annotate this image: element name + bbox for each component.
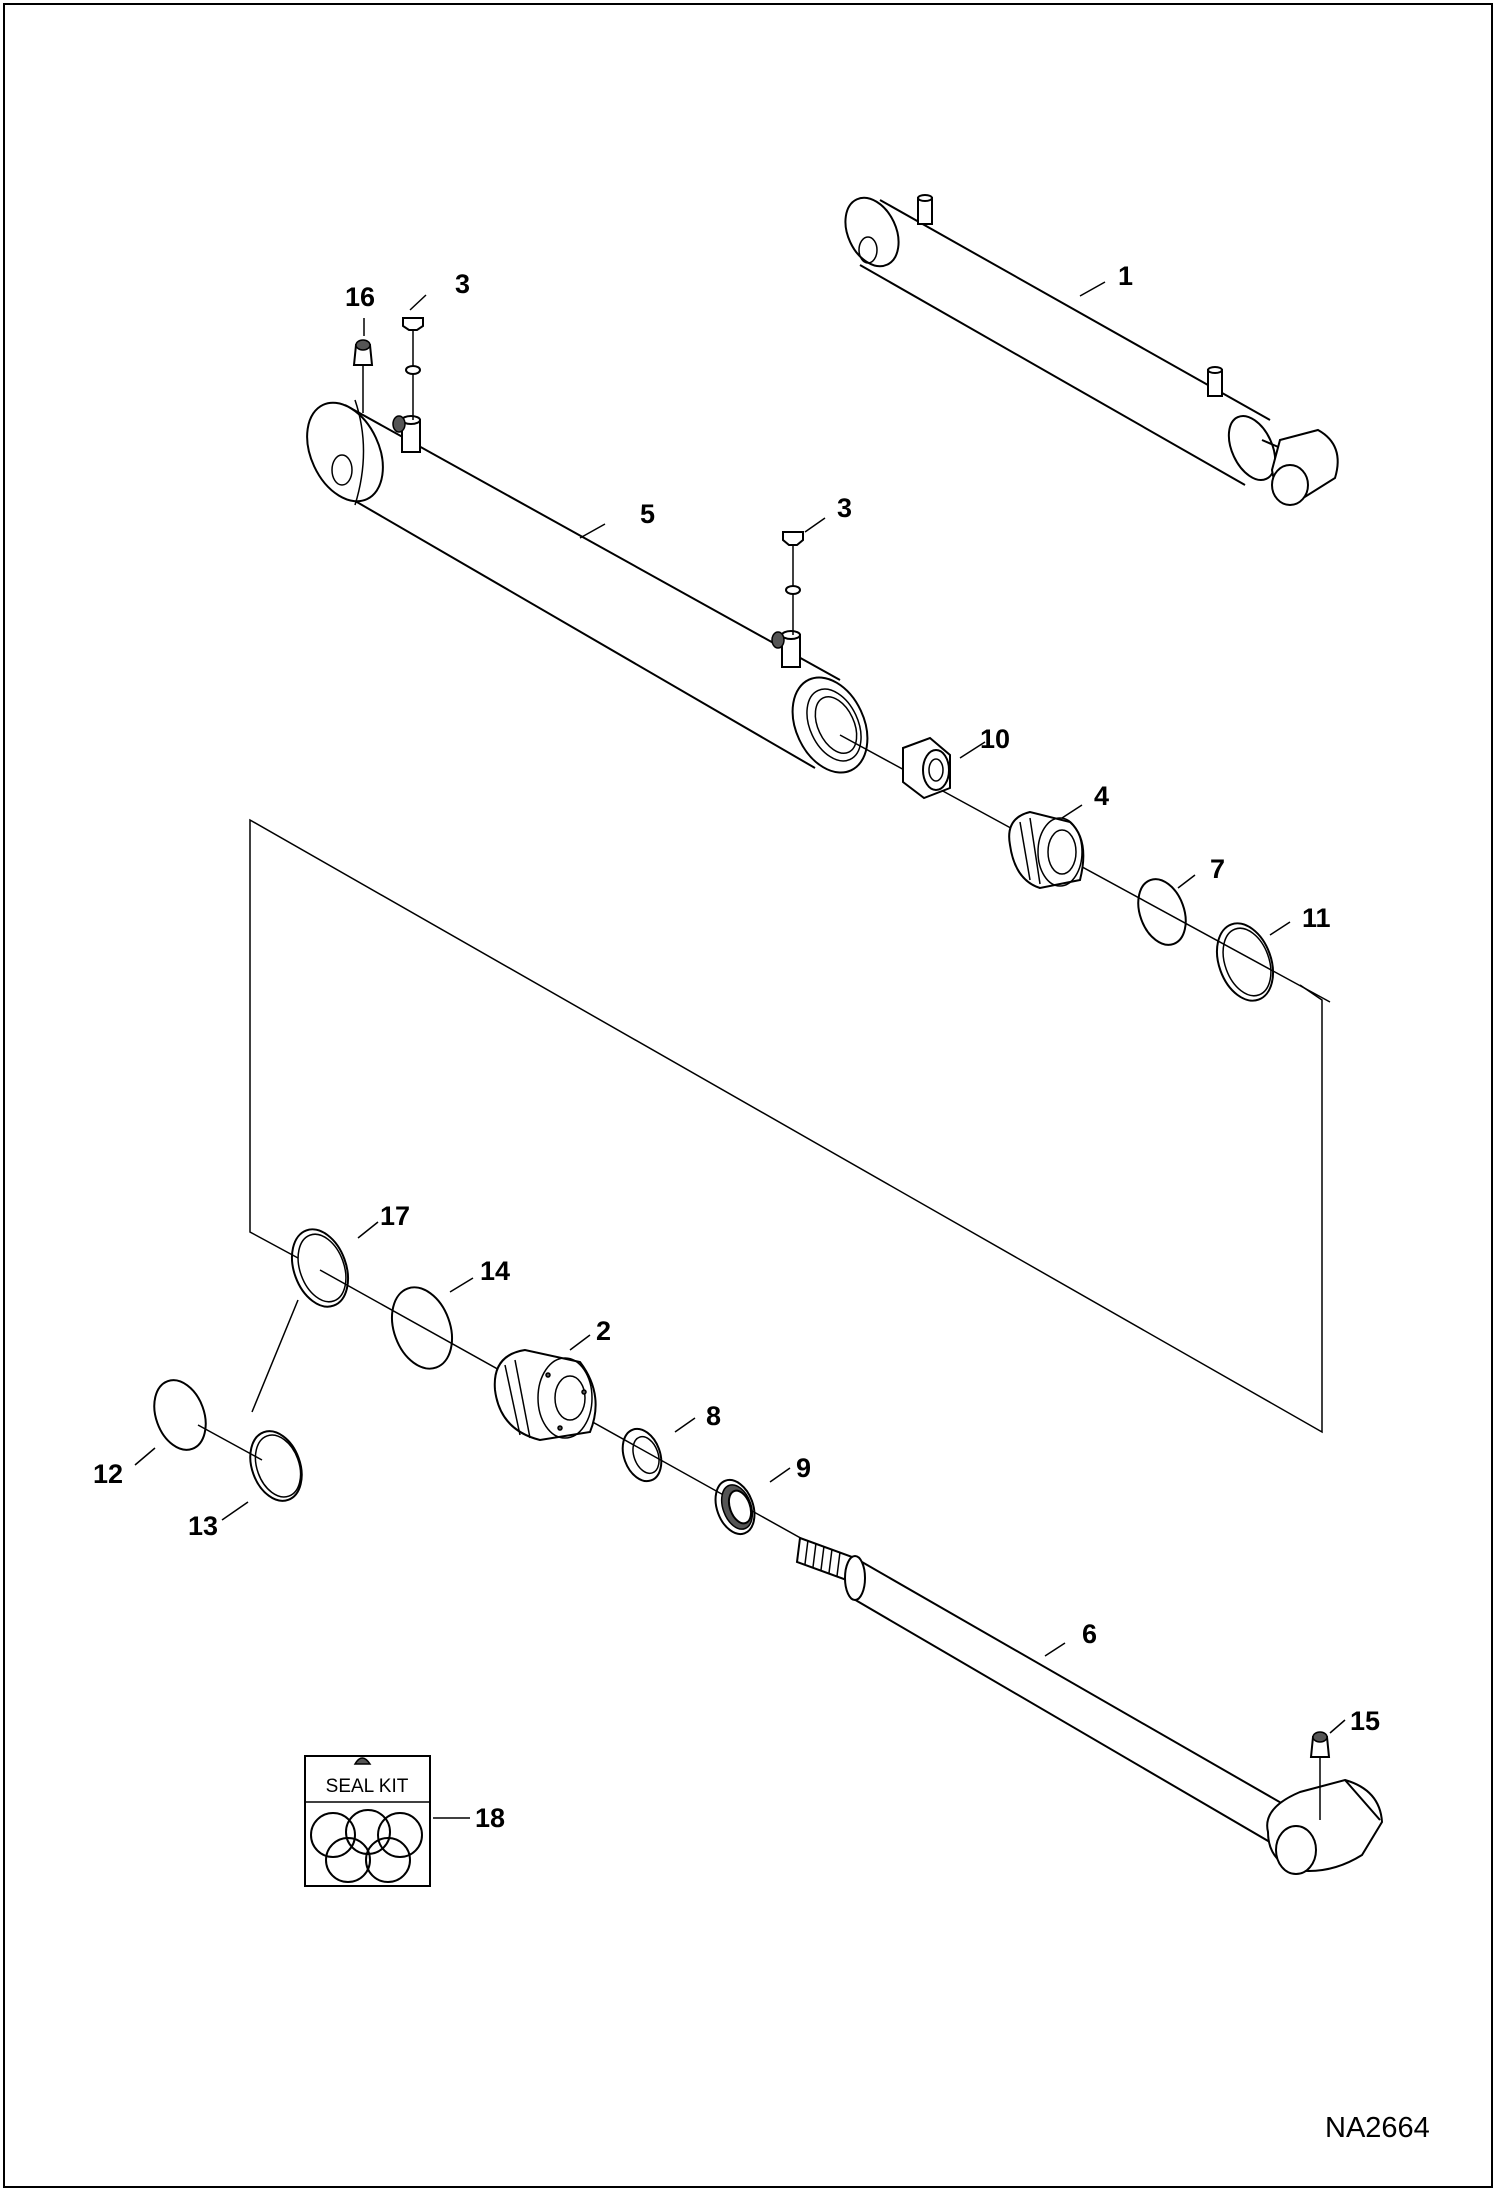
callout-2: 2 [596,1316,611,1346]
part-3-plug-lower [782,531,804,635]
part-5-barrel [306,399,869,774]
part-8-wiper [621,1427,663,1483]
part-11-ring [1215,922,1275,1002]
part-14-ring [391,1286,453,1370]
assembly-connector-frame [249,818,1323,1434]
callout-10: 10 [980,724,1010,754]
part-18-seal-kit: SEAL KIT [304,1755,431,1887]
callout-13: 13 [188,1511,218,1541]
part-15-grease-fitting [1309,1731,1331,1820]
part-13-ring [249,1430,303,1502]
callout-3-upper: 3 [455,269,470,299]
part-3-plug-upper [402,317,424,420]
part-17-leader-to-13 [251,1299,299,1413]
callout-18: 18 [475,1803,505,1833]
part-9-seal [714,1478,756,1536]
document-id: NA2664 [1325,2112,1430,2144]
callout-4: 4 [1094,781,1109,811]
callout-labels: 1 2 3 3 4 5 6 7 8 9 10 11 12 13 14 15 16… [93,261,1380,1833]
part-17-ring [290,1228,350,1308]
callout-11: 11 [1302,903,1331,933]
callout-6: 6 [1082,1619,1097,1649]
part-16-grease-fitting [352,339,374,413]
callout-15: 15 [1350,1706,1380,1736]
callout-1: 1 [1118,261,1133,291]
callout-3-lower: 3 [837,493,852,523]
part-4-piston [1008,810,1085,890]
diagram-frame [3,3,1493,2188]
callout-14: 14 [480,1256,510,1286]
part-7-ring [1137,878,1187,946]
part-1-cylinder-assembly [844,194,1339,506]
callout-9: 9 [796,1453,811,1483]
callout-17: 17 [380,1201,410,1231]
part-12-ring [153,1379,207,1451]
part-2-gland [493,1348,597,1442]
callout-leaders [134,281,1346,1819]
part-6-rod [795,1536,1384,1875]
part-10-nut [902,736,951,800]
seal-kit-label: SEAL KIT [326,1776,409,1797]
callout-12: 12 [93,1459,123,1489]
callout-16: 16 [345,282,375,312]
callout-8: 8 [706,1401,721,1431]
callout-5: 5 [640,499,655,529]
callout-7: 7 [1210,854,1225,884]
